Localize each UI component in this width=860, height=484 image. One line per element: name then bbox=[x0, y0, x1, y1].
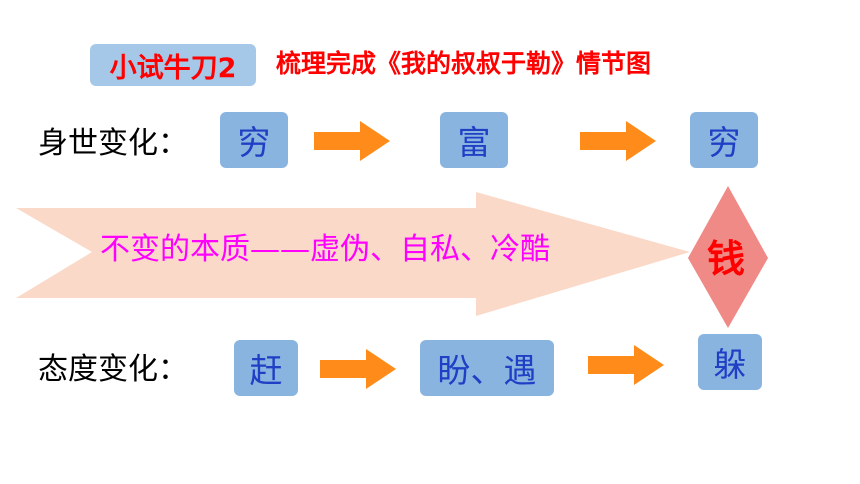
attitude-step-2: 盼、遇 bbox=[420, 340, 554, 396]
right-arrow-icon bbox=[320, 349, 396, 389]
right-arrow-icon bbox=[580, 121, 656, 161]
attitude-step-1: 赶 bbox=[234, 340, 298, 396]
attitude-step-3: 躲 bbox=[698, 334, 762, 390]
status-step-3: 穷 bbox=[690, 112, 758, 168]
money-diamond-shape bbox=[688, 186, 768, 328]
status-step-2: 富 bbox=[440, 112, 508, 168]
row-label-attitude: 态度变化： bbox=[38, 352, 188, 387]
money-diamond-label: 钱 bbox=[706, 236, 745, 281]
exercise-badge: 小试牛刀2 bbox=[90, 44, 256, 86]
essence-text: 不变的本质——虚伪、自私、冷酷 bbox=[100, 232, 550, 267]
page-heading: 梳理完成《我的叔叔于勒》情节图 bbox=[276, 49, 652, 78]
status-step-1: 穷 bbox=[220, 112, 288, 168]
right-arrow-icon bbox=[588, 345, 664, 385]
row-label-status: 身世变化： bbox=[38, 126, 188, 161]
right-arrow-icon bbox=[314, 121, 390, 161]
